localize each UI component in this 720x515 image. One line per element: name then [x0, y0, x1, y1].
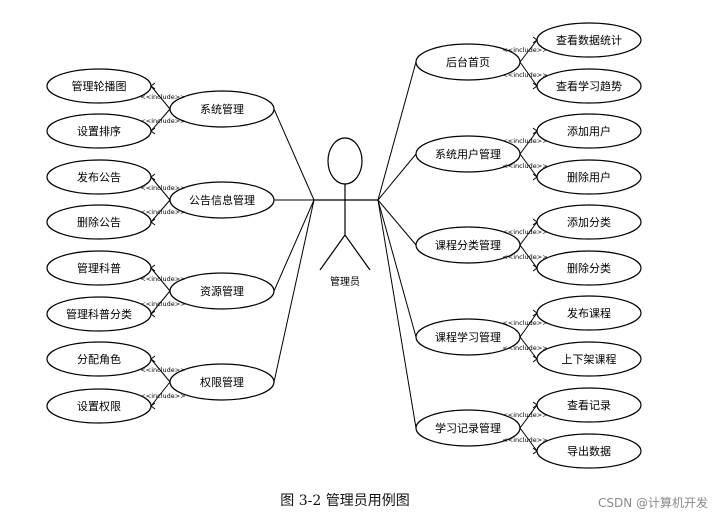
right-main-usecase: 课程分类管理: [415, 226, 521, 264]
left-sub-usecase-label: 管理科普分类: [66, 307, 132, 321]
right-main-usecase: 后台首页: [415, 43, 521, 81]
left-main-usecase-label: 资源管理: [200, 284, 244, 298]
include-label: <<include>>: [502, 253, 547, 261]
left-main-usecase-label: 公告信息管理: [189, 193, 255, 207]
right-sub-usecase-label: 导出数据: [567, 444, 611, 458]
right-sub-usecase: 导出数据: [536, 433, 642, 469]
right-main-usecase: 学习记录管理: [415, 409, 521, 447]
left-sub-usecase: 发布公告: [46, 159, 152, 195]
left-sub-usecase-label: 设置排序: [77, 124, 121, 138]
left-sub-usecase: 设置排序: [46, 113, 152, 149]
left-main-usecase: 系统管理: [169, 90, 275, 128]
left-sub-usecase-label: 删除公告: [77, 215, 121, 229]
include-label: <<include>>: [502, 411, 547, 419]
include-label: <<include>>: [140, 275, 185, 283]
include-label: <<include>>: [502, 46, 547, 54]
left-sub-usecase: 分配角色: [46, 341, 152, 377]
right-sub-usecase-label: 发布课程: [567, 306, 611, 320]
left-sub-usecase-label: 管理科普: [77, 261, 121, 275]
right-main-usecase-label: 学习记录管理: [435, 421, 501, 435]
right-sub-usecase-label: 查看记录: [567, 398, 611, 412]
right-sub-usecase: 上下架课程: [536, 341, 642, 377]
right-sub-usecase-label: 删除分类: [567, 261, 611, 275]
right-sub-usecase: 查看数据统计: [536, 22, 642, 58]
include-label: <<include>>: [140, 208, 185, 216]
left-sub-usecase: 管理轮播图: [46, 68, 152, 104]
include-label: <<include>>: [502, 319, 547, 327]
left-main-usecase: 权限管理: [169, 363, 275, 401]
right-sub-usecase: 删除分类: [536, 250, 642, 286]
include-label: <<include>>: [502, 228, 547, 236]
right-sub-usecase: 查看记录: [536, 387, 642, 423]
right-sub-usecase: 删除用户: [536, 159, 642, 195]
include-label: <<include>>: [502, 137, 547, 145]
right-main-usecase: 系统用户管理: [415, 135, 521, 173]
actor-label: 管理员: [330, 275, 360, 288]
right-sub-usecase-label: 添加分类: [567, 215, 611, 229]
right-main-usecase: 课程学习管理: [415, 318, 521, 356]
left-sub-usecase: 设置权限: [46, 388, 152, 424]
include-label: <<include>>: [140, 366, 185, 374]
include-label: <<include>>: [502, 436, 547, 444]
left-sub-usecase-label: 发布公告: [77, 170, 121, 184]
include-label: <<include>>: [140, 93, 185, 101]
include-label: <<include>>: [140, 117, 185, 125]
use-case-diagram: 系统管理 管理轮播图 <<include>> 设置排序 <<include>> 公告信息管…: [46, 22, 642, 469]
right-sub-usecase-label: 删除用户: [567, 170, 611, 184]
figure-caption: 图 3-2 管理员用例图: [280, 493, 410, 509]
right-sub-usecase-label: 添加用户: [567, 124, 611, 138]
right-sub-usecase-label: 查看学习趋势: [556, 79, 622, 93]
right-main-usecase-label: 系统用户管理: [435, 147, 501, 161]
right-sub-usecase-label: 上下架课程: [562, 353, 617, 366]
actor-figure: [313, 137, 378, 271]
include-label: <<include>>: [502, 162, 547, 170]
include-label: <<include>>: [140, 300, 185, 308]
right-sub-usecase: 添加分类: [536, 204, 642, 240]
right-sub-usecase: 查看学习趋势: [536, 68, 642, 104]
right-sub-usecase: 添加用户: [536, 113, 642, 149]
left-sub-usecase: 管理科普: [46, 250, 152, 286]
right-main-usecase-label: 课程学习管理: [435, 330, 501, 344]
left-main-usecase-label: 系统管理: [200, 102, 244, 116]
include-label: <<include>>: [140, 184, 185, 192]
left-sub-usecase-label: 设置权限: [77, 400, 121, 413]
left-sub-usecase: 管理科普分类: [46, 296, 152, 332]
include-label: <<include>>: [502, 344, 547, 352]
left-sub-usecase: 删除公告: [46, 204, 152, 240]
left-main-usecase: 公告信息管理: [169, 181, 275, 219]
left-sub-usecase-label: 分配角色: [77, 352, 121, 366]
right-sub-usecase-label: 查看数据统计: [556, 33, 622, 47]
right-main-usecase-label: 后台首页: [446, 55, 490, 69]
include-label: <<include>>: [140, 392, 185, 400]
left-sub-usecase-label: 管理轮播图: [72, 79, 127, 93]
left-main-usecase: 资源管理: [169, 272, 275, 310]
left-main-usecase-label: 权限管理: [200, 375, 244, 389]
right-main-usecase-label: 课程分类管理: [435, 238, 501, 252]
watermark: CSDN @计算机开发: [597, 496, 708, 510]
right-sub-usecase: 发布课程: [536, 295, 642, 331]
include-label: <<include>>: [502, 71, 547, 79]
